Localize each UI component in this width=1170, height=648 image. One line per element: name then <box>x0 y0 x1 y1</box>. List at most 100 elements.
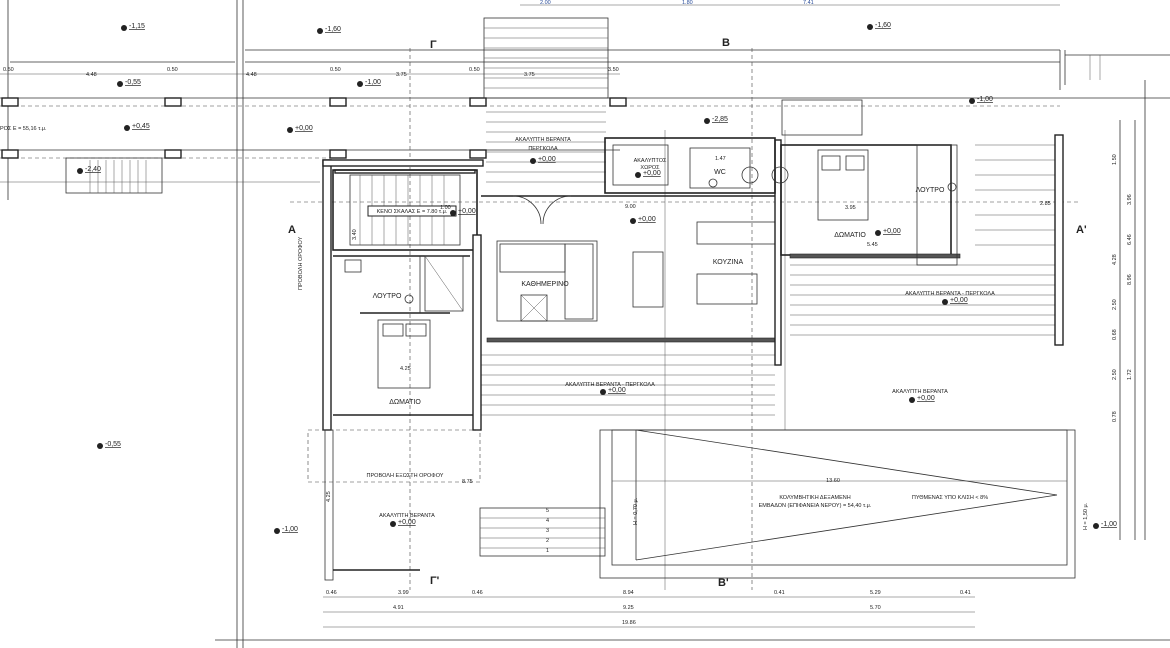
svg-text:8.75: 8.75 <box>462 479 473 485</box>
label-provoli-orofou: ΠΡΟΒΟΛΗ ΟΡΟΦΟΥ <box>298 236 304 290</box>
section-b: Β <box>722 37 730 49</box>
svg-text:0.50: 0.50 <box>167 67 178 73</box>
svg-text:+0,00: +0,00 <box>398 519 416 526</box>
house-walls <box>307 134 1064 581</box>
svg-text:1.80: 1.80 <box>682 0 693 6</box>
svg-text:-2,85: -2,85 <box>712 116 728 123</box>
svg-text:+0,00: +0,00 <box>458 208 476 215</box>
svg-text:4.48: 4.48 <box>86 72 97 78</box>
svg-text:5.70: 5.70 <box>870 605 881 611</box>
svg-text:-0,55: -0,55 <box>105 441 121 448</box>
svg-text:+0,00: +0,00 <box>538 156 556 163</box>
svg-text:0.46: 0.46 <box>472 590 483 596</box>
svg-text:-1,15: -1,15 <box>129 23 145 30</box>
svg-text:3.75: 3.75 <box>396 72 407 78</box>
section-a-prime: Α' <box>1076 224 1087 236</box>
svg-text:0.50: 0.50 <box>330 67 341 73</box>
svg-text:+0,00: +0,00 <box>917 395 935 402</box>
swimming-pool <box>599 429 1076 579</box>
label-loutro-right: ΛΟΥΤΡΟ <box>916 187 945 194</box>
svg-text:0.46: 0.46 <box>326 590 337 596</box>
label-veranta-top: ΑΚΑΛΥΠΤΗ ΒΕΡΑΝΤΑ <box>515 137 571 143</box>
svg-text:4.25: 4.25 <box>400 366 411 372</box>
svg-text:0.41: 0.41 <box>774 590 785 596</box>
svg-text:6.46: 6.46 <box>1127 234 1133 245</box>
svg-text:2.85: 2.85 <box>1040 201 1051 207</box>
svg-text:+0,00: +0,00 <box>295 125 313 132</box>
pool-depth-shallow: H = 0,70 μ. <box>633 497 639 525</box>
label-loutro-left: ΛΟΥΤΡΟ <box>373 293 402 300</box>
label-kathimerino: ΚΑΘΗΜΕΡΙΝΟ <box>521 281 569 288</box>
level-markers: -1,15 -1,60 -0,55 -1,00 +0,45 +0,00 -2,4… <box>77 22 1117 534</box>
label-veranta-right: ΑΚΑΛΥΠΤΗ ΒΕΡΑΝΤΑ <box>892 389 948 395</box>
label-veranta-bottom-left: ΑΚΑΛΥΠΤΗ ΒΕΡΑΝΤΑ <box>379 513 435 519</box>
svg-text:8.96: 8.96 <box>1127 274 1133 285</box>
svg-text:+0,00: +0,00 <box>638 216 656 223</box>
svg-text:8.94: 8.94 <box>623 590 634 596</box>
label-veranta-pergola-center: ΑΚΑΛΥΠΤΗ ΒΕΡΑΝΤΑ - ΠΕΡΓΚΟΛΑ <box>565 382 655 388</box>
svg-text:-1,00: -1,00 <box>977 96 993 103</box>
svg-text:0.68: 0.68 <box>1112 329 1118 340</box>
dimension-texts: 0.50 4.48 0.50 4.48 0.50 3.75 0.50 3.75 … <box>3 0 1133 626</box>
svg-text:5: 5 <box>546 508 549 514</box>
svg-text:+0,45: +0,45 <box>132 123 150 130</box>
label-provoli-eksosti: ΠΡΟΒΟΛΗ ΕΞΩΣΤΗ ΟΡΟΦΟΥ <box>367 473 444 479</box>
section-g-prime: Γ' <box>430 575 440 587</box>
svg-text:3.99: 3.99 <box>398 590 409 596</box>
svg-text:3.96: 3.96 <box>1127 194 1133 205</box>
dimension-lines <box>323 4 1060 628</box>
svg-text:-1,60: -1,60 <box>325 26 341 33</box>
svg-text:+0,00: +0,00 <box>643 170 661 177</box>
top-stairs <box>65 17 863 194</box>
label-kouzina: ΚΟΥΖΙΝΑ <box>713 259 744 266</box>
svg-text:3: 3 <box>546 528 549 534</box>
label-domatio-right: ΔΩΜΑΤΙΟ <box>834 232 866 239</box>
svg-text:+0,00: +0,00 <box>608 387 626 394</box>
svg-text:9.00: 9.00 <box>625 204 636 210</box>
label-veranta-pergola-right: ΑΚΑΛΥΠΤΗ ΒΕΡΑΝΤΑ - ΠΕΡΓΚΟΛΑ <box>905 291 995 297</box>
svg-text:3.40: 3.40 <box>352 229 358 240</box>
label-wc: WC <box>714 169 726 176</box>
svg-text:4: 4 <box>546 518 549 524</box>
svg-text:0.50: 0.50 <box>469 67 480 73</box>
section-a: Α <box>288 224 296 236</box>
label-domatio-left: ΔΩΜΑΤΙΟ <box>389 399 421 406</box>
pergola-hatch <box>480 111 1055 416</box>
label-akalyptos: ΑΚΑΛΥΠΤΟΣ <box>634 158 667 164</box>
section-g: Γ <box>430 39 437 51</box>
svg-text:1: 1 <box>546 548 549 554</box>
svg-text:-2,40: -2,40 <box>85 166 101 173</box>
svg-text:4.48: 4.48 <box>246 72 257 78</box>
svg-text:2.00: 2.00 <box>540 0 551 6</box>
label-xoros-area: ΡΟΣ Ε = 55,16 τ.μ. <box>0 126 47 132</box>
svg-text:4.28: 4.28 <box>1112 254 1118 265</box>
svg-text:1.72: 1.72 <box>1127 369 1133 380</box>
pool-area: ΕΜΒΑΔΟΝ (ΕΠΙΦΑΝΕΙΑ ΝΕΡΟΥ) = 54,40 τ.μ. <box>759 503 872 509</box>
section-markers: Γ Β Α Α' Γ' Β' <box>288 37 1087 589</box>
svg-text:2.50: 2.50 <box>1112 299 1118 310</box>
svg-text:7.41: 7.41 <box>803 0 814 6</box>
pool-depth-deep: H = 1,50 μ. <box>1083 502 1089 530</box>
svg-text:4.25: 4.25 <box>326 491 332 502</box>
section-b-prime: Β' <box>718 577 729 589</box>
svg-text:2.50: 2.50 <box>1112 369 1118 380</box>
svg-text:19.86: 19.86 <box>622 620 636 626</box>
svg-text:5.45: 5.45 <box>867 242 878 248</box>
svg-text:+0,00: +0,00 <box>883 228 901 235</box>
label-xoros: ΧΩΡΟΣ <box>640 165 660 171</box>
pool-length: 13.60 <box>826 478 840 484</box>
columns <box>1 97 627 159</box>
bottom-stair-numbers: 5 4 3 2 1 <box>546 508 549 554</box>
svg-text:1.50: 1.50 <box>1112 154 1118 165</box>
svg-text:9.25: 9.25 <box>623 605 634 611</box>
label-pergola-top: ΠΕΡΓΚΟΛΑ <box>528 146 558 152</box>
svg-text:3.75: 3.75 <box>524 72 535 78</box>
svg-text:4.91: 4.91 <box>393 605 404 611</box>
pool-title: ΚΟΛΥΜΒΗΤΙΚΗ ΔΕΞΑΜΕΝΗ <box>779 495 850 501</box>
svg-text:-1,00: -1,00 <box>1101 521 1117 528</box>
svg-text:1.00: 1.00 <box>440 205 451 211</box>
svg-text:-1,00: -1,00 <box>365 79 381 86</box>
svg-text:0.50: 0.50 <box>3 67 14 73</box>
